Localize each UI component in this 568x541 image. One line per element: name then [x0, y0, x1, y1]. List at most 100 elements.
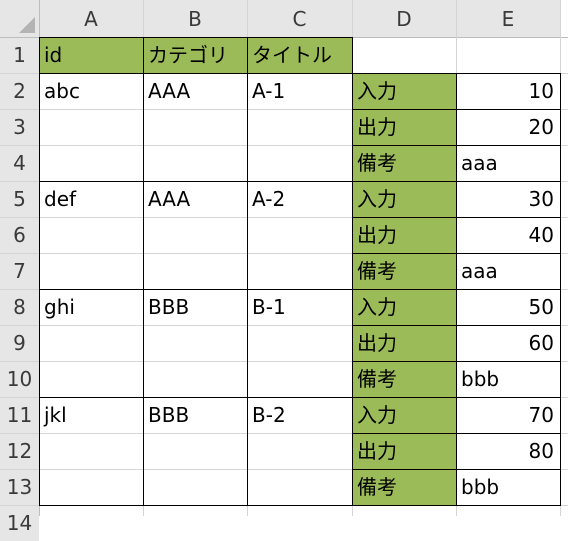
row-header-10[interactable]: 10	[0, 361, 39, 397]
cell-b4[interactable]	[143, 145, 247, 181]
cell-c5[interactable]: A-2	[252, 187, 286, 211]
cell-b2[interactable]: AAA	[148, 79, 191, 103]
cell-e14[interactable]	[456, 505, 560, 541]
cell-a7[interactable]	[39, 253, 143, 289]
cell-e7[interactable]: aaa	[461, 259, 498, 283]
cell-e11[interactable]: 70	[528, 403, 554, 427]
row-header-7[interactable]: 7	[0, 253, 39, 289]
column-header-c[interactable]: C	[247, 0, 352, 37]
cell-d14[interactable]	[352, 505, 456, 541]
cell-b14[interactable]	[143, 505, 247, 541]
cell-a3[interactable]	[39, 109, 143, 145]
cell-b11[interactable]: BBB	[148, 403, 190, 427]
row-header-3[interactable]: 3	[0, 109, 39, 145]
cell-d11[interactable]: 入力	[352, 397, 456, 433]
cell-b6[interactable]	[143, 217, 247, 253]
cell-d3[interactable]: 出力	[352, 109, 456, 145]
row-header-14[interactable]: 14	[0, 505, 39, 541]
row-header-8[interactable]: 8	[0, 289, 39, 325]
cell-e8[interactable]: 50	[528, 295, 554, 319]
select-all-triangle-icon	[19, 17, 35, 33]
cell-e10[interactable]: bbb	[461, 367, 500, 391]
grid-line-h	[0, 217, 568, 218]
cell-e3[interactable]: 20	[528, 115, 554, 139]
cell-c14[interactable]	[247, 505, 352, 541]
cell-e2[interactable]: 10	[528, 79, 554, 103]
cell-a13[interactable]	[39, 469, 143, 505]
cell-d2[interactable]: 入力	[352, 73, 456, 109]
cell-b9[interactable]	[143, 325, 247, 361]
cell-b12[interactable]	[143, 433, 247, 469]
column-header-b[interactable]: B	[143, 0, 247, 37]
cell-a6[interactable]	[39, 217, 143, 253]
cell-c3[interactable]	[247, 109, 352, 145]
row-header-4[interactable]: 4	[0, 145, 39, 181]
cell-b13[interactable]	[143, 469, 247, 505]
cell-d6[interactable]: 出力	[352, 217, 456, 253]
cell-a8[interactable]: ghi	[44, 295, 75, 319]
cell-border	[456, 73, 457, 506]
cell-b10[interactable]	[143, 361, 247, 397]
cell-b1[interactable]: カテゴリ	[143, 37, 247, 73]
cell-c8[interactable]: B-1	[252, 295, 286, 319]
cell-c13[interactable]	[247, 469, 352, 505]
cell-a11[interactable]: jkl	[44, 403, 67, 427]
cell-e12[interactable]: 80	[528, 439, 554, 463]
cell-d8[interactable]: 入力	[352, 289, 456, 325]
row-header-1[interactable]: 1	[0, 37, 39, 73]
cell-c11[interactable]: B-2	[252, 403, 286, 427]
cell-d13[interactable]: 備考	[352, 469, 456, 505]
column-header-e[interactable]: E	[456, 0, 560, 37]
cell-e6[interactable]: 40	[528, 223, 554, 247]
row-header-5[interactable]: 5	[0, 181, 39, 217]
cell-e13[interactable]: bbb	[461, 475, 500, 499]
cell-a12[interactable]	[39, 433, 143, 469]
grid-line-h	[0, 145, 568, 146]
cell-a4[interactable]	[39, 145, 143, 181]
cell-d7[interactable]: 備考	[352, 253, 456, 289]
cell-a2[interactable]: abc	[44, 79, 80, 103]
cell-e4[interactable]: aaa	[461, 151, 498, 175]
cell-border	[39, 37, 40, 506]
row-header-12[interactable]: 12	[0, 433, 39, 469]
cell-d1[interactable]	[352, 37, 456, 73]
row-header-13[interactable]: 13	[0, 469, 39, 505]
cell-c1[interactable]: タイトル	[247, 37, 352, 73]
cell-border	[352, 73, 353, 506]
cell-c2[interactable]: A-1	[252, 79, 286, 103]
row-header-2[interactable]: 2	[0, 73, 39, 109]
cell-b5[interactable]: AAA	[148, 187, 191, 211]
grid-line-h	[0, 253, 568, 254]
cell-a9[interactable]	[39, 325, 143, 361]
row-header-6[interactable]: 6	[0, 217, 39, 253]
column-header-d[interactable]: D	[352, 0, 456, 37]
cell-b7[interactable]	[143, 253, 247, 289]
row-header-9[interactable]: 9	[0, 325, 39, 361]
row-header-11[interactable]: 11	[0, 397, 39, 433]
cell-c9[interactable]	[247, 325, 352, 361]
cell-b8[interactable]: BBB	[148, 295, 190, 319]
cell-d10[interactable]: 備考	[352, 361, 456, 397]
select-all-corner[interactable]	[0, 0, 39, 37]
cell-e9[interactable]: 60	[528, 331, 554, 355]
cell-border	[143, 37, 144, 506]
cell-e1[interactable]	[456, 37, 560, 73]
cell-c7[interactable]	[247, 253, 352, 289]
cell-c6[interactable]	[247, 217, 352, 253]
grid-line-h	[0, 433, 568, 434]
cell-c12[interactable]	[247, 433, 352, 469]
cell-a14[interactable]	[39, 505, 143, 541]
column-header-a[interactable]: A	[39, 0, 143, 37]
cell-b3[interactable]	[143, 109, 247, 145]
cell-d5[interactable]: 入力	[352, 181, 456, 217]
cell-a5[interactable]: def	[44, 187, 77, 211]
cell-e5[interactable]: 30	[528, 187, 554, 211]
cell-c4[interactable]	[247, 145, 352, 181]
cell-d4[interactable]: 備考	[352, 145, 456, 181]
cell-c10[interactable]	[247, 361, 352, 397]
cell-d9[interactable]: 出力	[352, 325, 456, 361]
cell-a10[interactable]	[39, 361, 143, 397]
cell-a1[interactable]: id	[39, 37, 143, 73]
cell-d12[interactable]: 出力	[352, 433, 456, 469]
